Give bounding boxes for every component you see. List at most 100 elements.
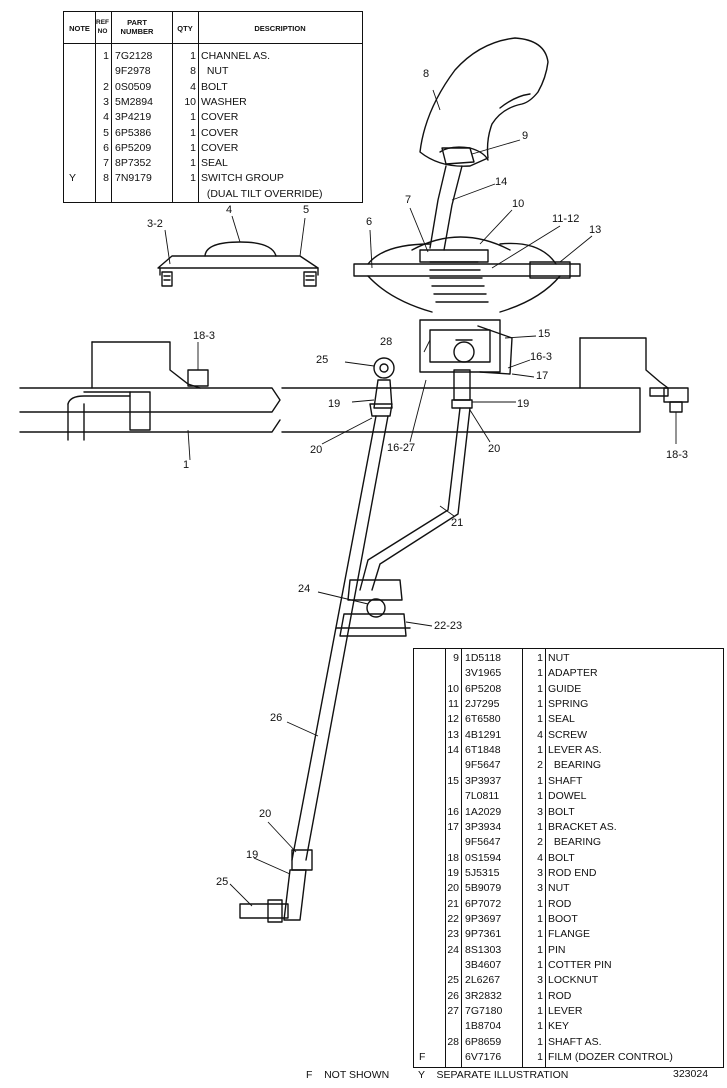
callout-8: 8 [423,68,430,80]
cell-ref: 19 [447,866,459,879]
cell-qty: 3 [537,974,543,987]
cell-ref: 22 [447,912,459,925]
cell-qty: 1 [537,943,543,956]
cell-qty: 1 [537,820,543,833]
cell-part: 7N9179 [115,172,152,185]
illustration-number: 323024 [673,1068,709,1080]
cell-part: 8S1303 [465,943,502,956]
cell-part: 3R2832 [465,989,502,1002]
header-description: DESCRIPTION [254,24,306,33]
cell-ref: 20 [447,882,459,895]
cell-part: 3P4219 [115,111,152,124]
cell-ref: 13 [447,728,459,741]
cell-desc: PIN [548,943,566,956]
cell-qty: 1 [190,141,196,154]
legend-not-shown: F NOT SHOWN [306,1069,390,1081]
cell-qty: 1 [537,928,543,941]
cell-part: 6P5208 [465,682,502,695]
cell-desc: BEARING [548,759,602,772]
cell-desc: BOLT [548,851,575,864]
cell-note: F [419,1051,426,1064]
callout-1: 1 [183,459,190,471]
cell-part: 1D5118 [465,652,502,664]
callout-24: 24 [298,583,311,595]
callout-17: 17 [536,370,549,382]
table-row: (DUAL TILT OVERRIDE) [64,187,362,202]
callout-25-top: 25 [316,354,329,366]
cell-desc: COTTER PIN [548,959,612,971]
callout-10: 10 [512,198,525,210]
cell-desc: BOLT [201,80,228,93]
cell-ref: 9 [453,652,459,664]
cell-ref: 14 [447,744,459,757]
callout-16-3: 16-3 [530,351,553,363]
cell-desc: ROD END [548,866,597,879]
callout-13: 13 [589,224,602,236]
cell-part: 5B9079 [465,882,502,895]
callout-15: 15 [538,328,551,340]
cell-ref: 27 [447,1005,459,1018]
cell-qty: 1 [537,774,543,787]
cell-ref: 26 [447,989,459,1002]
callout-20-left: 20 [310,444,323,456]
cell-desc: SPRING [548,698,589,711]
cell-desc: SHAFT [548,774,583,787]
cell-desc: NUT [201,65,229,78]
cell-desc: BEARING [548,836,602,849]
cell-part: 4B1291 [465,728,502,741]
cell-desc: ROD [548,897,572,910]
callout-20-right: 20 [488,443,501,455]
cell-qty: 1 [190,50,196,62]
cell-qty: 1 [537,698,543,711]
cell-ref: 12 [447,713,459,726]
cell-desc: CHANNEL AS. [201,50,271,62]
header-part-number: PART NUMBER [120,18,154,36]
cell-part: 6P5386 [115,126,152,139]
legend-separate-illustration: Y SEPARATE ILLUSTRATION [418,1069,569,1081]
cell-part: 1A2029 [465,805,502,818]
cell-qty: 2 [537,836,543,849]
cell-qty: 1 [537,713,543,726]
cell-ref: 8 [103,172,109,185]
cell-note: Y [69,172,77,185]
callout-14: 14 [495,176,508,188]
callout-9: 9 [522,130,529,142]
cell-desc: SWITCH GROUP [201,172,284,185]
cell-ref: 1 [103,50,109,62]
cell-desc: SHAFT AS. [548,1035,602,1048]
cell-qty: 1 [190,111,196,124]
cell-part: 6V7176 [465,1051,502,1064]
cell-desc: KEY [548,1020,570,1033]
cell-qty: 1 [537,897,543,910]
callout-19-right: 19 [517,398,530,410]
cell-ref: 11 [448,698,459,711]
cell-desc: DOWEL [548,790,587,803]
cell-qty: 1 [537,1035,543,1048]
cell-qty: 4 [537,851,543,864]
cell-part: 3B4607 [465,959,502,971]
callout-18-3-top: 18-3 [193,330,216,342]
cell-desc: LEVER AS. [548,744,602,757]
cell-ref: 2 [103,80,109,93]
cell-qty: 8 [190,65,196,78]
header-ref-no: REF NO [96,19,109,35]
cell-part: 3V1965 [465,667,502,680]
spring-part-11 [419,249,489,303]
cell-desc: BRACKET AS. [548,820,617,833]
